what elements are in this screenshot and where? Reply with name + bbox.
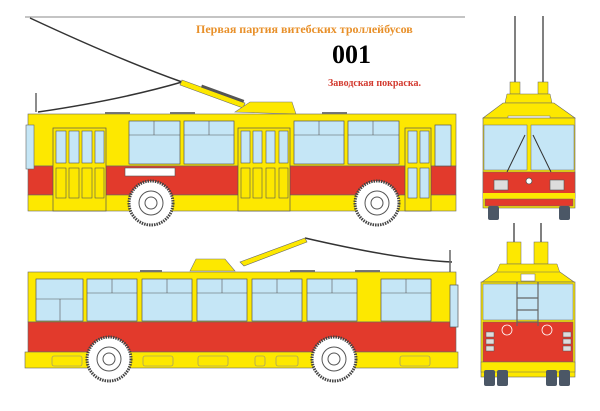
wheel (353, 179, 401, 227)
front-view (482, 16, 576, 220)
route-board (124, 167, 176, 177)
fleet-number: 001 (332, 40, 371, 69)
page-title: Первая партия витебских троллейбусов (196, 22, 413, 36)
side-view-doors (25, 17, 457, 227)
side-view-opposite (24, 237, 459, 383)
wheel (310, 335, 358, 383)
door-middle (237, 127, 291, 212)
door-rear (404, 127, 432, 212)
wheel (127, 179, 175, 227)
livery-caption: Заводская покраска. (328, 78, 421, 89)
rear-view (480, 223, 576, 386)
door-front (52, 127, 107, 212)
wheel (85, 335, 133, 383)
